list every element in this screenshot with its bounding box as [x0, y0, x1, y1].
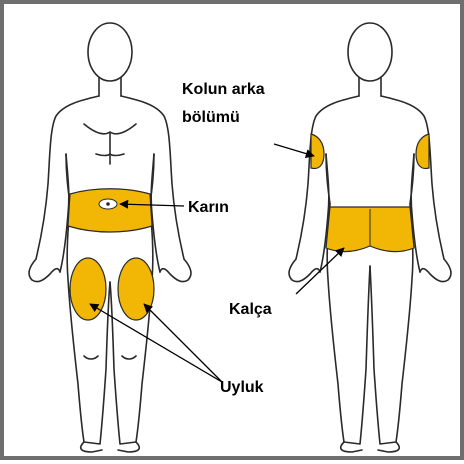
upper-arm-arrow	[274, 144, 314, 156]
abdomen-site	[68, 189, 152, 232]
buttocks-arrow	[296, 248, 344, 294]
left-upper-arm-site	[311, 134, 324, 168]
front-body-figure	[29, 23, 191, 452]
right-thigh-site	[118, 258, 154, 320]
upper-arm-label-line2: bölümü	[182, 109, 240, 126]
buttocks-label: Kalça	[229, 301, 272, 318]
thigh-label: Uyluk	[220, 379, 264, 396]
right-upper-arm-site	[416, 134, 429, 168]
body-diagram: Kolun arka bölümü Karın Kalça Uyluk	[4, 4, 464, 464]
abdomen-label: Karın	[188, 199, 229, 216]
upper-arm-label-line1: Kolun arka	[182, 81, 265, 98]
